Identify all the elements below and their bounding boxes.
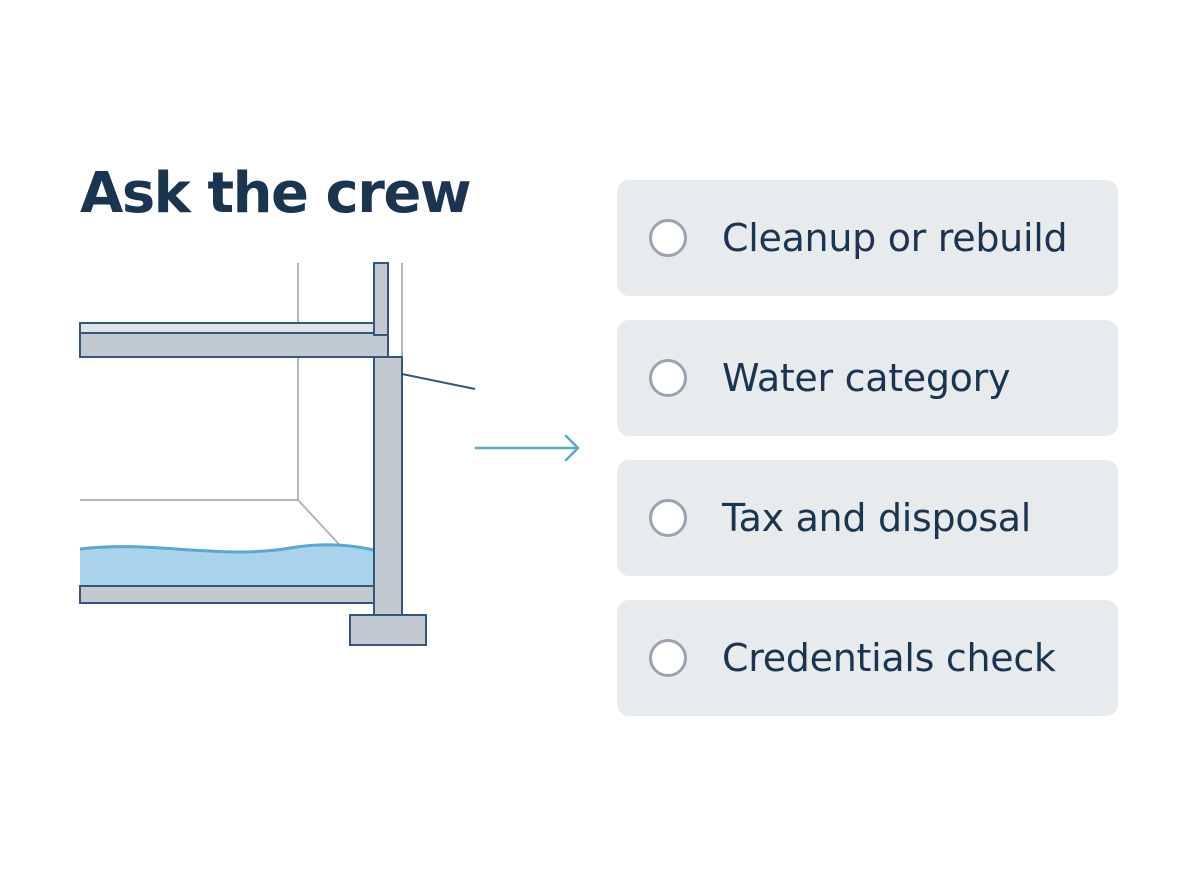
room-guide-lines (80, 263, 403, 583)
floor-joist (79, 332, 389, 358)
option-tax-and-disposal[interactable]: Tax and disposal (617, 460, 1118, 576)
floor-joist-top-plate (79, 322, 375, 334)
radio-button[interactable] (649, 499, 687, 537)
radio-button[interactable] (649, 359, 687, 397)
option-label: Tax and disposal (722, 496, 1032, 540)
upper-wall-stud (373, 262, 389, 336)
radio-button[interactable] (649, 639, 687, 677)
flooded-basement-illustration (79, 262, 580, 646)
option-cleanup-or-rebuild[interactable]: Cleanup or rebuild (617, 180, 1118, 296)
arrow-right-icon (474, 434, 580, 462)
answer-options-list: Cleanup or rebuild Water category Tax an… (617, 180, 1118, 716)
option-label: Water category (722, 356, 1011, 400)
callout-leader-line (401, 373, 476, 390)
page-title: Ask the crew (80, 161, 472, 226)
option-water-category[interactable]: Water category (617, 320, 1118, 436)
option-label: Credentials check (722, 636, 1056, 680)
option-label: Cleanup or rebuild (722, 216, 1068, 260)
basement-slab (79, 585, 375, 604)
foundation-wall (373, 356, 403, 616)
flood-water (80, 544, 374, 586)
radio-button[interactable] (649, 219, 687, 257)
wall-footing (349, 614, 427, 646)
option-credentials-check[interactable]: Credentials check (617, 600, 1118, 716)
flood-water-surface (79, 543, 375, 554)
